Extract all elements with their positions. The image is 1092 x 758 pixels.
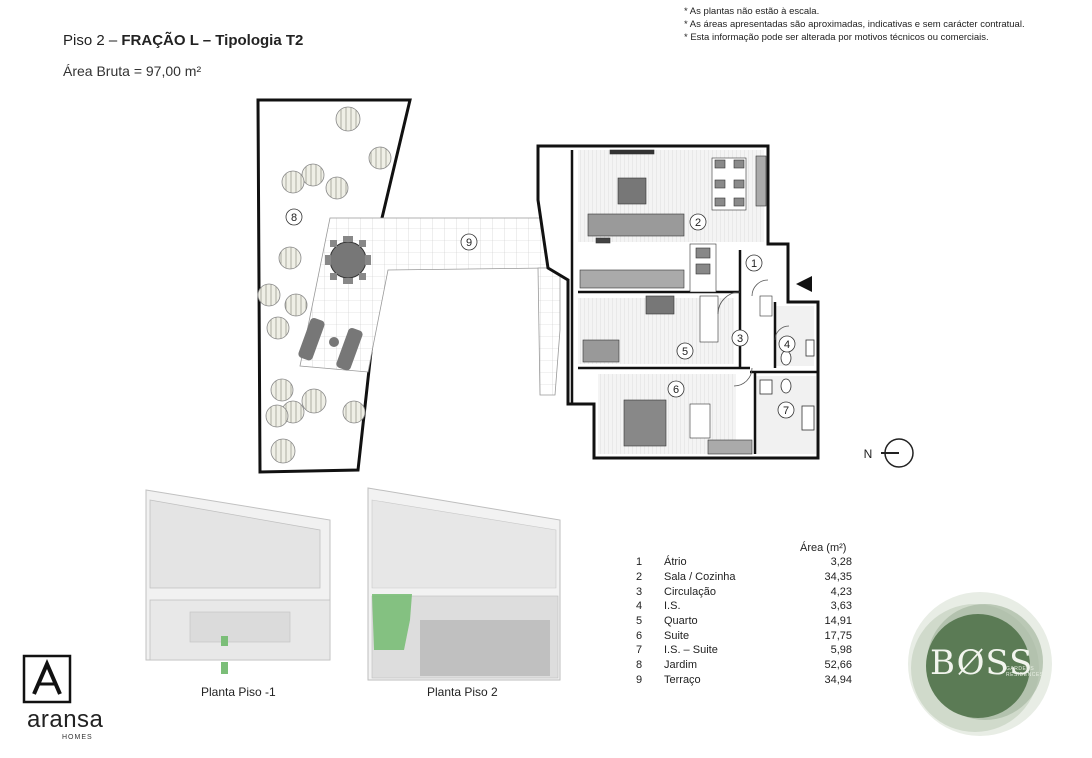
room-label: 7 (783, 405, 789, 417)
row-number: 7 (636, 644, 643, 656)
compass-icon: N (864, 438, 914, 468)
row-number: 3 (636, 586, 643, 598)
table-row: 4 I.S. 3,63 (632, 600, 852, 615)
areas-header: Área (m²) (800, 542, 847, 554)
table-row: 5 Quarto 14,91 (632, 615, 852, 630)
key-plan-piso-minus-1 (145, 489, 331, 674)
boss-logo-sub: GARDENS RESIDENCES (1006, 666, 1044, 678)
row-number: 2 (636, 571, 643, 583)
room-label: 9 (466, 237, 472, 249)
table-row: 9 Terraço 34,94 (632, 674, 852, 689)
entrance-arrow-icon (796, 276, 812, 292)
room-label: 6 (673, 384, 679, 396)
row-name: Suite (664, 630, 690, 642)
key-plan-caption: Planta Piso -1 (201, 685, 276, 699)
row-area: 17,75 (824, 630, 852, 642)
table-row: 8 Jardim 52,66 (632, 659, 852, 674)
row-name: Terraço (664, 674, 701, 686)
row-name: Sala / Cozinha (664, 571, 736, 583)
row-area: 4,23 (830, 586, 852, 598)
bedroom-furniture (582, 295, 773, 455)
loungers (298, 317, 363, 371)
row-number: 6 (636, 630, 643, 642)
room-label: 8 (291, 212, 297, 224)
row-number: 1 (636, 556, 643, 568)
key-plan-piso-2 (367, 487, 561, 681)
row-name: I.S. – Suite (664, 644, 718, 656)
row-name: Quarto (664, 615, 698, 627)
row-number: 8 (636, 659, 643, 671)
room-label: 4 (784, 339, 790, 351)
aransa-logo-icon (22, 654, 72, 704)
internal-walls (570, 150, 818, 454)
note-line: * As plantas não estão à escala. (684, 6, 820, 17)
kitchen-furniture (579, 243, 717, 315)
table-row: 6 Suite 17,75 (632, 630, 852, 645)
terrace-area (299, 217, 549, 373)
boss-sub-line: GARDENS (1006, 666, 1035, 672)
compass-label: N (864, 447, 873, 461)
room-label: 3 (737, 333, 743, 345)
disclaimer-notes: * As plantas não estão à escala. * As ár… (684, 5, 1025, 44)
room-label: 1 (751, 258, 757, 270)
row-area: 34,94 (824, 674, 852, 686)
row-number: 9 (636, 674, 643, 686)
table-row: 1 Átrio 3,28 (632, 556, 852, 571)
row-area: 3,63 (830, 600, 852, 612)
row-area: 34,35 (824, 571, 852, 583)
row-number: 5 (636, 615, 643, 627)
row-area: 5,98 (830, 644, 852, 656)
living-furniture (587, 149, 767, 244)
row-area: 52,66 (824, 659, 852, 671)
floor-prefix: Piso 2 – (63, 32, 118, 49)
room-labels: 1 2 3 4 5 6 7 8 9 (285, 208, 796, 419)
bath-fixtures (759, 339, 815, 431)
row-name: I.S. (664, 600, 681, 612)
door-swings (717, 279, 790, 387)
row-number: 4 (636, 600, 643, 612)
terrace-strip (537, 267, 561, 396)
room-label: 5 (682, 346, 688, 358)
unit-title: FRAÇÃO L – Tipologia T2 (121, 32, 304, 49)
table-row: 7 I.S. – Suite 5,98 (632, 644, 852, 659)
tree-icons (257, 106, 392, 464)
brand-name: aransa (27, 706, 104, 733)
row-area: 3,28 (830, 556, 852, 568)
room-label: 2 (695, 217, 701, 229)
table-row: 2 Sala / Cozinha 34,35 (632, 571, 852, 586)
table-row: 3 Circulação 4,23 (632, 586, 852, 601)
note-line: * Esta informação pode ser alterada por … (684, 32, 989, 43)
boss-logo-text: BØSS (930, 643, 1034, 683)
key-plan-caption: Planta Piso 2 (427, 685, 498, 699)
row-name: Jardim (664, 659, 698, 671)
boss-logo-icon (908, 592, 1052, 736)
row-name: Circulação (664, 586, 716, 598)
row-name: Átrio (664, 556, 687, 568)
brand-sub: HOMES (62, 734, 93, 741)
boss-sub-line: RESIDENCES (1006, 672, 1044, 678)
gross-area: Área Bruta = 97,00 m² (63, 63, 202, 79)
note-line: * As áreas apresentadas são aproximadas,… (684, 19, 1025, 30)
row-area: 14,91 (824, 615, 852, 627)
page-title: Piso 2 – FRAÇÃO L – Tipologia T2 (63, 32, 303, 49)
terrace-table (325, 236, 371, 284)
